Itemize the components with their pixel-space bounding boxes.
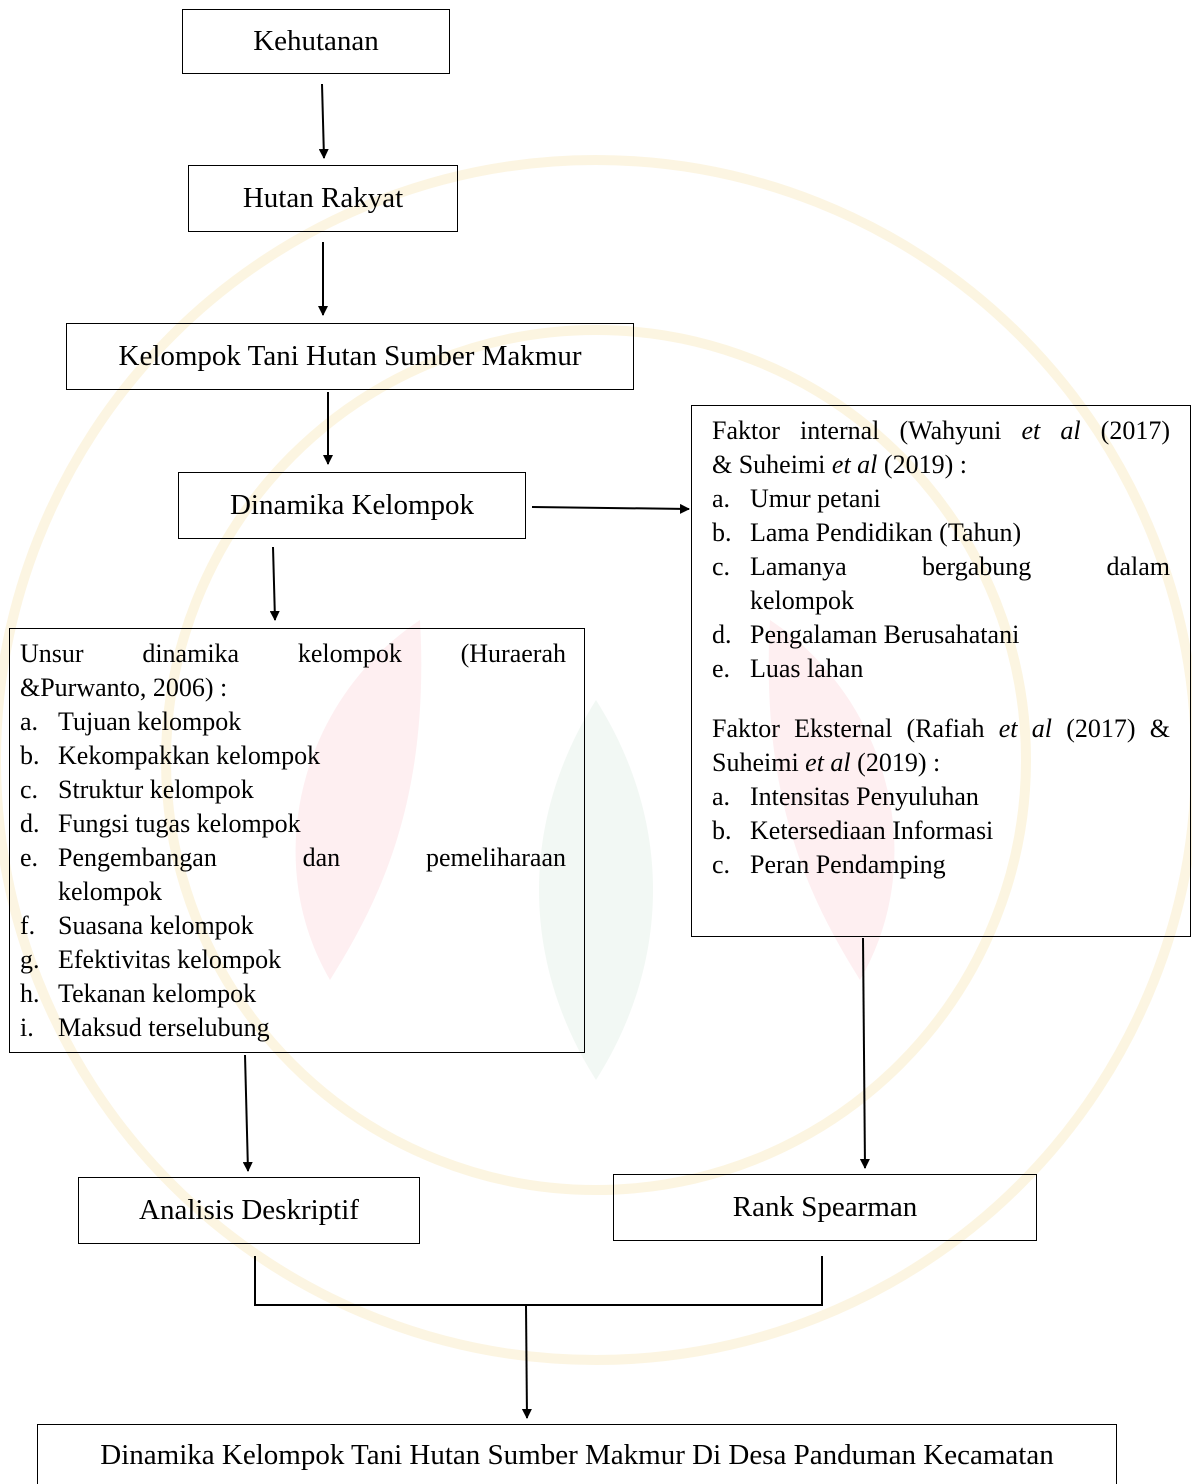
- list-item: b.Lama Pendidikan (Tahun): [712, 518, 1022, 547]
- faktor-external-line1: Faktor Eksternal (Rafiah et al (2017) &: [712, 714, 1170, 743]
- node-label: Hutan Rakyat: [242, 181, 404, 214]
- node-rank-spearman: Rank Spearman: [613, 1174, 1037, 1241]
- faktor-internal-line1: Faktor internal (Wahyuni et al (2017): [712, 416, 1170, 445]
- node-analisis-deskriptif: Analisis Deskriptif: [78, 1177, 420, 1244]
- list-item: i.Maksud terselubung: [20, 1013, 270, 1042]
- arrow-dinamika-to-unsur: [269, 546, 280, 621]
- arrow-kehutanan-to-hutan-rakyat: [318, 83, 329, 159]
- node-label: Rank Spearman: [732, 1190, 918, 1223]
- list-item: e.Luas lahan: [712, 654, 864, 683]
- node-kelompok-tani: Kelompok Tani Hutan Sumber Makmur: [66, 323, 634, 390]
- node-label: Kelompok Tani Hutan Sumber Makmur: [118, 339, 582, 372]
- node-label: Analisis Deskriptif: [139, 1193, 359, 1226]
- arrow-join-to-final: [521, 1305, 532, 1419]
- list-item: g.Efektivitas kelompok: [20, 945, 282, 974]
- node-label: Dinamika Kelompok: [229, 488, 475, 521]
- list-item: d.Pengalaman Berusahatani: [712, 620, 1020, 649]
- node-label: Dinamika Kelompok Tani Hutan Sumber Makm…: [100, 1439, 1054, 1471]
- list-item: a.Umur petani: [712, 484, 881, 513]
- arrow-unsur-to-analisis: [242, 1054, 253, 1172]
- faktor-external-line2: Suheimi et al (2019) :: [712, 748, 941, 777]
- list-item: c.Struktur kelompok: [20, 775, 254, 804]
- arrow-dinamika-to-faktor: [531, 503, 690, 514]
- bracket-join-line: [254, 1256, 823, 1306]
- list-item: b.Kekompakkan kelompok: [20, 741, 321, 770]
- list-item: a.Intensitas Penyuluhan: [712, 782, 979, 811]
- list-item: f.Suasana kelompok: [20, 911, 254, 940]
- node-hutan-rakyat: Hutan Rakyat: [188, 165, 458, 232]
- unsur-title-line1: Unsur dinamika kelompok (Huraerah: [20, 639, 566, 668]
- node-final-conclusion: Dinamika Kelompok Tani Hutan Sumber Makm…: [37, 1424, 1117, 1484]
- faktor-internal-line2: & Suheimi et al (2019) :: [712, 450, 967, 479]
- arrow-faktor-to-rank: [859, 937, 870, 1169]
- unsur-title-line2: &Purwanto, 2006) :: [20, 673, 228, 702]
- node-kehutanan: Kehutanan: [182, 9, 450, 74]
- unsur-list: a.Tujuan kelompok b.Kekompakkan kelompok…: [20, 705, 566, 1045]
- node-unsur-dinamika: Unsur dinamika kelompok (Huraerah &Purwa…: [9, 628, 585, 1053]
- list-item: h.Tekanan kelompok: [20, 979, 257, 1008]
- list-item: d.Fungsi tugas kelompok: [20, 809, 301, 838]
- faktor-external-list: a.Intensitas Penyuluhan b.Ketersediaan I…: [712, 780, 1170, 882]
- list-item: c.Peran Pendamping: [712, 850, 946, 879]
- node-faktor: Faktor internal (Wahyuni et al (2017) & …: [691, 405, 1191, 937]
- list-item: b.Ketersediaan Informasi: [712, 816, 994, 845]
- list-item: a.Tujuan kelompok: [20, 707, 242, 736]
- node-dinamika-kelompok: Dinamika Kelompok: [178, 472, 526, 539]
- node-label: Kehutanan: [253, 24, 379, 57]
- faktor-internal-list: a.Umur petani b.Lama Pendidikan (Tahun) …: [712, 482, 1170, 686]
